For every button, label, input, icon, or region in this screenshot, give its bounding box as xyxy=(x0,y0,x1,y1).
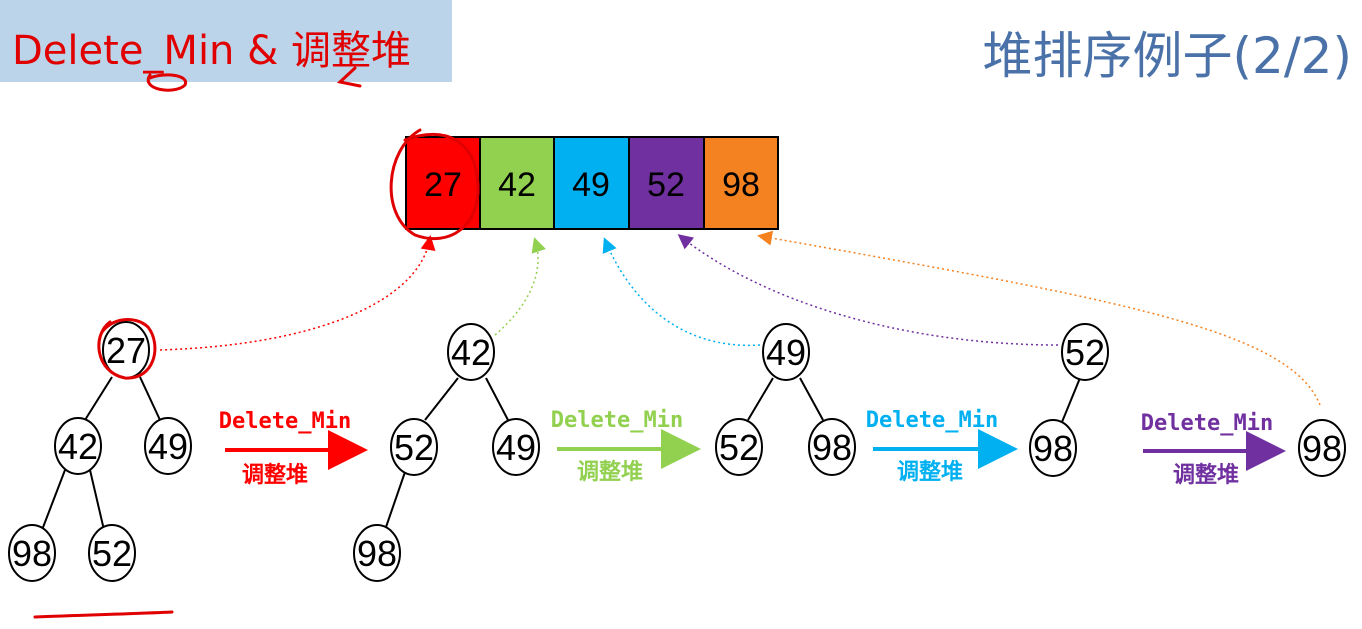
tree-5: 98 xyxy=(1298,419,1346,477)
tree-node-value: 42 xyxy=(58,426,98,467)
connector-27 xyxy=(159,235,436,351)
tree-node-value: 49 xyxy=(496,427,536,468)
header-title: Delete_Min & 调整堆 xyxy=(12,28,412,74)
edge-t1-27-42 xyxy=(84,376,113,421)
tree-node xyxy=(1298,419,1346,477)
connector-49 xyxy=(602,237,761,347)
edge-t1-27-49 xyxy=(139,376,161,421)
annotation-underline xyxy=(33,610,174,619)
step-label: Delete_Min xyxy=(551,408,683,433)
array-cell-0-value: 27 xyxy=(424,166,462,204)
tree-node xyxy=(447,323,495,381)
step-label: Delete_Min xyxy=(219,409,351,434)
array-cell-3-value: 52 xyxy=(647,166,685,204)
tree-node xyxy=(808,418,856,476)
connector-98 xyxy=(757,230,1321,406)
dotted-connectors xyxy=(159,230,1321,406)
tree-node-value: 49 xyxy=(766,332,806,373)
tree-node xyxy=(1029,419,1077,477)
edge-t1-42-98 xyxy=(41,469,66,531)
tree-node xyxy=(762,323,810,381)
array-cell-1 xyxy=(479,136,555,230)
edge-t4-52-98 xyxy=(1061,377,1081,423)
step-label: Delete_Min xyxy=(1141,411,1273,436)
tree-1: 27 42 49 98 52 xyxy=(8,321,192,582)
edge-t3-49-98 xyxy=(799,377,824,421)
array-cell-4 xyxy=(703,136,779,230)
tree-node xyxy=(492,418,540,476)
tree-node-value: 98 xyxy=(1302,428,1342,469)
tree-node-value: 52 xyxy=(719,427,759,468)
array-cell-3 xyxy=(628,136,705,230)
array-cell-2-value: 49 xyxy=(572,166,610,204)
tree-node-value: 52 xyxy=(394,427,434,468)
tree-node-value: 98 xyxy=(357,533,397,574)
handwritten-annotations xyxy=(33,66,480,619)
edge-t2-42-52 xyxy=(424,377,459,421)
tree-node xyxy=(144,417,192,475)
tree-node xyxy=(88,524,136,582)
tree-3: 49 52 98 xyxy=(715,323,856,476)
edge-t1-42-52 xyxy=(89,469,105,531)
tree-node-value: 42 xyxy=(451,332,491,373)
tree-node xyxy=(390,418,438,476)
sorted-array: 27 42 49 52 98 xyxy=(405,136,779,230)
tree-node xyxy=(1061,323,1109,381)
tree-node-value: 98 xyxy=(12,533,52,574)
tree-node-value: 27 xyxy=(106,330,146,371)
tree-node xyxy=(353,524,401,582)
edge-t2-42-49 xyxy=(485,377,509,421)
annotation-circle-root xyxy=(97,318,157,380)
edge-t2-52-98 xyxy=(384,471,406,531)
step-3: Delete_Min 调整堆 xyxy=(866,408,1018,485)
annotation-caret xyxy=(336,66,362,88)
tree-node xyxy=(715,418,763,476)
tree-node-value: 98 xyxy=(812,427,852,468)
step-4: Delete_Min 调整堆 xyxy=(1141,411,1286,488)
step-2: Delete_Min 调整堆 xyxy=(551,408,701,485)
step-label: Delete_Min xyxy=(866,408,998,433)
tree-4: 52 98 xyxy=(1029,323,1109,477)
step-sub-label: 调整堆 xyxy=(1173,462,1239,488)
step-sub-label: 调整堆 xyxy=(577,459,643,485)
step-1: Delete_Min 调整堆 xyxy=(219,409,368,488)
array-cell-2 xyxy=(553,136,630,230)
step-sub-label: 调整堆 xyxy=(897,459,963,485)
tree-node-value: 49 xyxy=(148,426,188,467)
tree-node-value: 52 xyxy=(92,533,132,574)
step-sub-label: 调整堆 xyxy=(242,462,308,488)
connector-52 xyxy=(677,234,1059,346)
tree-edges xyxy=(41,376,1081,531)
tree-node-value: 98 xyxy=(1033,428,1073,469)
array-cell-4-value: 98 xyxy=(722,166,760,204)
page-title: 堆排序例子(2/2) xyxy=(982,27,1352,85)
header-banner: Delete_Min & 调整堆 xyxy=(0,0,452,82)
annotation-circle-array xyxy=(389,128,480,241)
tree-node-value: 52 xyxy=(1065,332,1105,373)
tree-2: 42 52 49 98 xyxy=(353,323,540,582)
connector-42 xyxy=(494,237,546,336)
tree-node xyxy=(8,524,56,582)
tree-node xyxy=(54,417,102,475)
edge-t3-49-52 xyxy=(747,377,774,421)
annotation-loop-underscore xyxy=(146,73,188,92)
array-cell-1-value: 42 xyxy=(498,166,536,204)
